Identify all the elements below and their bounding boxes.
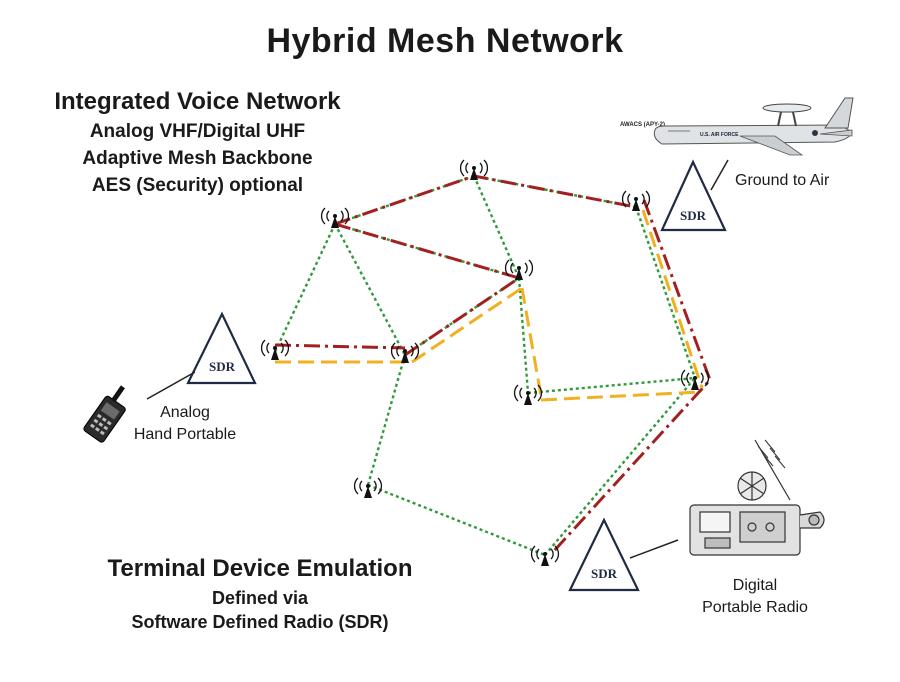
- green-links: [273, 174, 697, 557]
- feature-line: Adaptive Mesh Backbone: [82, 148, 313, 169]
- aircraft-label: AWACS (APY-2): [620, 122, 665, 128]
- link-green: [634, 206, 697, 379]
- sdr-label: SDR: [591, 566, 618, 581]
- link-green: [544, 377, 696, 556]
- terminal-line: Software Defined Radio (SDR): [131, 612, 389, 632]
- sdr-left: SDR: [146, 311, 257, 400]
- terminal-line: Defined via: [211, 588, 309, 608]
- connector-line: [710, 159, 729, 191]
- link-orange: [641, 209, 704, 389]
- link-green: [367, 483, 546, 557]
- insignia-icon: [812, 130, 818, 136]
- awacs-aircraft-icon: AWACS (APY-2) U.S. AIR FORCE: [620, 97, 854, 156]
- analog-label-line: Analog: [160, 404, 210, 421]
- antenna-tower-icon: [504, 259, 534, 281]
- ground-to-air-label: Ground to Air: [735, 172, 830, 189]
- link-green: [366, 354, 407, 486]
- orange-links: [275, 209, 704, 402]
- terminal-heading: Terminal Device Emulation: [107, 555, 413, 582]
- link-green: [333, 223, 407, 356]
- link-red: [334, 222, 520, 280]
- sdr-triangle-icon: [660, 159, 727, 232]
- link-green: [273, 223, 337, 353]
- diagram-title: Hybrid Mesh Network: [266, 22, 624, 60]
- antenna-tower-icon: [320, 207, 350, 229]
- link-red: [274, 343, 406, 350]
- digital-label-line: Digital: [732, 577, 778, 594]
- handheld-radio-icon: [83, 385, 126, 443]
- antenna-tower-icon: [353, 477, 383, 499]
- sdr-bottom-right: SDR: [568, 517, 679, 592]
- features-heading: Integrated Voice Network: [54, 88, 341, 115]
- link-green: [527, 376, 696, 395]
- analog-label-line: Hand Portable: [133, 426, 237, 443]
- link-green: [472, 175, 521, 279]
- link-orange: [540, 390, 701, 402]
- feature-line: Analog VHF/Digital UHF: [89, 121, 306, 142]
- sdr-label: SDR: [680, 208, 707, 223]
- sdr-triangle-icon: [186, 311, 257, 385]
- digital-radio-set-icon: [689, 439, 825, 556]
- link-green: [517, 277, 530, 394]
- feature-line: AES (Security) optional: [91, 175, 304, 196]
- link-orange: [411, 286, 523, 364]
- link-red: [551, 199, 712, 554]
- sdr-top-right: SDR: [660, 159, 729, 232]
- connector-line: [146, 371, 196, 400]
- sdr-label: SDR: [209, 359, 236, 374]
- terminal-emulation: Terminal Device Emulation Defined via So…: [60, 552, 460, 634]
- link-orange: [520, 287, 543, 397]
- digital-label-line: Portable Radio: [702, 599, 808, 616]
- aircraft-marking: U.S. AIR FORCE: [700, 132, 739, 138]
- network-features: Integrated Voice Network Analog VHF/Digi…: [20, 86, 375, 199]
- sdr-triangle-icon: [568, 517, 640, 592]
- link-red: [404, 276, 520, 357]
- connector-line: [629, 539, 679, 559]
- digital-portable-radio-label: Digital Portable Radio: [680, 575, 830, 619]
- link-green: [473, 174, 637, 209]
- antenna-tower-icon: [260, 339, 290, 361]
- analog-hand-portable-label: Analog Hand Portable: [120, 402, 250, 446]
